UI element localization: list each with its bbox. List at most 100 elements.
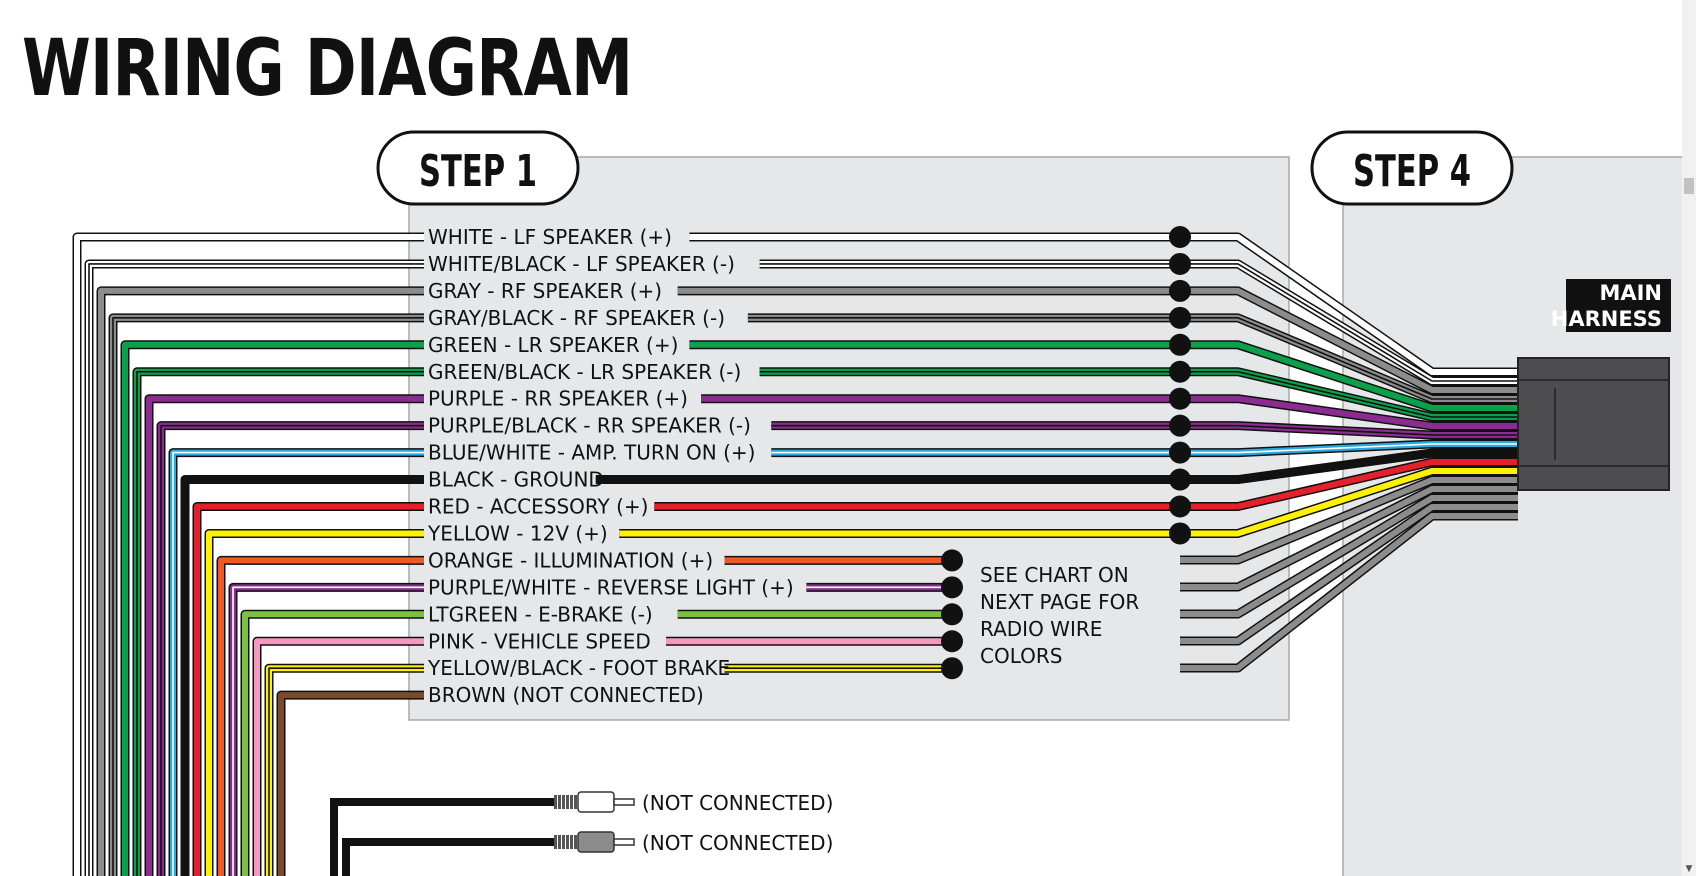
wire-12-left-outline bbox=[216, 555, 424, 876]
wire-label-9: BLACK - GROUND bbox=[428, 468, 604, 492]
wire-0-connector-dot bbox=[1169, 226, 1191, 248]
wire-13-connector-dot bbox=[941, 576, 963, 599]
wire-label-3: GRAY/BLACK - RF SPEAKER (-) bbox=[428, 306, 725, 330]
wire-10-left-core bbox=[194, 503, 424, 876]
note-line-2: NEXT PAGE FOR bbox=[980, 590, 1139, 614]
radio-wire-note: SEE CHART ON NEXT PAGE FOR RADIO WIRE CO… bbox=[980, 563, 1139, 668]
wire-0-right-core bbox=[689, 234, 1518, 375]
wire-16-connector-dot bbox=[941, 657, 963, 680]
wire-11-connector-dot bbox=[1169, 522, 1191, 545]
step4-label: STEP 4 bbox=[1353, 146, 1471, 197]
wire-3-right-stripe bbox=[747, 317, 1518, 400]
wire-1-left-stripe bbox=[88, 263, 424, 876]
wire-15-connector-dot bbox=[941, 630, 963, 653]
wire-label-15: PINK - VEHICLE SPEED bbox=[428, 629, 651, 653]
wire-14-connector-dot bbox=[941, 603, 963, 626]
rca-0-plug-icon bbox=[554, 791, 635, 813]
wire-label-5: GREEN/BLACK - LR SPEAKER (-) bbox=[428, 360, 741, 384]
note-line-4: COLORS bbox=[980, 644, 1062, 668]
wire-7-left-stripe bbox=[160, 424, 424, 876]
wire-label-2: GRAY - RF SPEAKER (+) bbox=[428, 279, 662, 303]
wire-10-right-core bbox=[654, 459, 1518, 510]
wire-label-14: LTGREEN - E-BRAKE (-) bbox=[428, 602, 653, 626]
wire-9-connector-dot bbox=[1169, 468, 1191, 491]
wire-7-connector-dot bbox=[1169, 414, 1191, 437]
wire-4-right-core bbox=[689, 341, 1518, 411]
labels-layer: WHITE - LF SPEAKER (+) WHITE/BLACK - LF S… bbox=[427, 225, 794, 707]
wire-1-right-stripe bbox=[759, 263, 1518, 382]
wire-11-left-core bbox=[206, 530, 424, 876]
wire-15-left-core bbox=[254, 638, 424, 876]
wire-12-left-core bbox=[218, 557, 424, 876]
step1-panel bbox=[408, 156, 1290, 721]
wire-4-left-core bbox=[122, 341, 424, 876]
wire-label-1: WHITE/BLACK - LF SPEAKER (-) bbox=[428, 252, 735, 276]
wire-16-left-stripe bbox=[268, 667, 424, 876]
wire-13-left-outline bbox=[228, 582, 424, 876]
vertical-scrollbar[interactable]: ▼ bbox=[1682, 0, 1696, 876]
wire-label-12: ORANGE - ILLUMINATION (+) bbox=[428, 548, 713, 572]
harness-label-line1: MAIN bbox=[1599, 281, 1662, 305]
wire-label-13: PURPLE/WHITE - REVERSE LIGHT (+) bbox=[428, 575, 794, 599]
wire-3-left-stripe bbox=[112, 317, 424, 876]
wire-12-stub-core bbox=[1180, 477, 1518, 563]
main-harness-tag: MAIN HARNESS bbox=[1551, 279, 1671, 332]
harness-label-line2: HARNESS bbox=[1551, 307, 1662, 331]
wire-10-connector-dot bbox=[1169, 495, 1191, 518]
note-line-3: RADIO WIRE bbox=[980, 617, 1102, 641]
wire-label-0: WHITE - LF SPEAKER (+) bbox=[428, 225, 672, 249]
wire-9-left-core bbox=[182, 476, 424, 876]
wires-layer bbox=[72, 232, 1518, 876]
wire-6-right-core bbox=[701, 395, 1518, 429]
scroll-down-arrow-icon[interactable]: ▼ bbox=[1685, 864, 1693, 874]
scrollbar-thumb[interactable] bbox=[1684, 178, 1694, 194]
wire-5-connector-dot bbox=[1169, 360, 1191, 383]
wire-12-connector-dot bbox=[941, 549, 963, 572]
wire-label-8: BLUE/WHITE - AMP. TURN ON (+) bbox=[428, 441, 755, 465]
wire-label-17: BROWN (NOT CONNECTED) bbox=[428, 683, 704, 707]
wire-6-connector-dot bbox=[1169, 387, 1191, 410]
wire-0-left-core bbox=[74, 234, 424, 876]
wire-17-left-core bbox=[278, 692, 424, 876]
rca-1-label: (NOT CONNECTED) bbox=[642, 831, 833, 855]
wire-14-left-core bbox=[242, 611, 424, 876]
wire-5-left-stripe bbox=[136, 370, 424, 876]
wire-2-connector-dot bbox=[1169, 279, 1191, 302]
wire-4-connector-dot bbox=[1169, 333, 1191, 356]
wire-7-right-stripe bbox=[771, 424, 1518, 436]
wire-1-connector-dot bbox=[1169, 252, 1191, 275]
wire-2-right-core bbox=[677, 287, 1518, 393]
rca-layer: (NOT CONNECTED) (NOT CONNECTED) bbox=[330, 791, 833, 876]
wire-label-10: RED - ACCESSORY (+) bbox=[428, 495, 648, 519]
rca-0-cable bbox=[330, 798, 556, 876]
step1-label: STEP 1 bbox=[419, 146, 537, 197]
wire-label-6: PURPLE - RR SPEAKER (+) bbox=[428, 387, 688, 411]
wire-8-left-stripe bbox=[172, 451, 424, 876]
wire-3-connector-dot bbox=[1169, 306, 1191, 329]
dots-layer bbox=[941, 226, 1191, 680]
step1-badge: STEP 1 bbox=[376, 130, 580, 206]
wire-11-right-core bbox=[619, 468, 1518, 537]
step4-badge: STEP 4 bbox=[1310, 130, 1514, 206]
wire-label-16: YELLOW/BLACK - FOOT BRAKE bbox=[427, 656, 730, 680]
wire-label-4: GREEN - LR SPEAKER (+) bbox=[428, 333, 678, 357]
wire-13-left-stripe bbox=[232, 586, 424, 876]
rca-0-label: (NOT CONNECTED) bbox=[642, 791, 833, 815]
wire-2-left-core bbox=[98, 287, 424, 876]
page-title: WIRING DIAGRAM bbox=[22, 24, 633, 114]
wire-5-right-stripe bbox=[759, 370, 1518, 418]
wire-label-11: YELLOW - 12V (+) bbox=[427, 521, 608, 545]
wire-6-left-core bbox=[146, 395, 424, 876]
wire-label-7: PURPLE/BLACK - RR SPEAKER (-) bbox=[428, 414, 751, 438]
wire-13-left-core bbox=[230, 584, 424, 876]
note-line-1: SEE CHART ON bbox=[980, 563, 1129, 587]
wire-14-stub-core bbox=[1180, 495, 1518, 617]
wire-16-stub-core bbox=[1180, 513, 1518, 671]
wire-9-right-core bbox=[595, 450, 1518, 483]
wire-8-connector-dot bbox=[1169, 441, 1191, 464]
wire-17-left-outline bbox=[276, 690, 424, 876]
main-harness-connector bbox=[1517, 357, 1670, 491]
rca-1-plug-icon bbox=[554, 831, 635, 853]
wire-8-right-stripe bbox=[771, 443, 1518, 454]
